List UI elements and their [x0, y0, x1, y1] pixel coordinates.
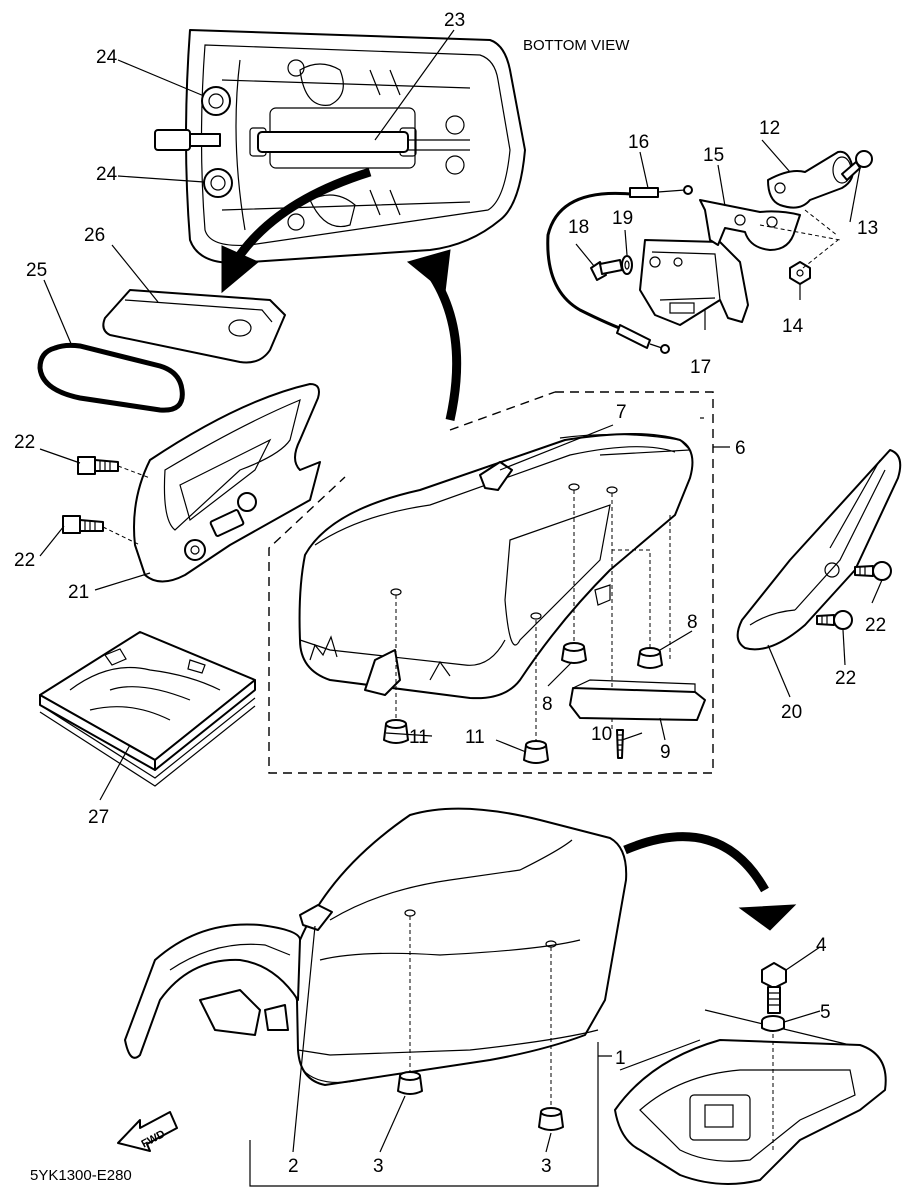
callout-22-right-lower: 22: [835, 668, 856, 689]
callout-14: 14: [782, 316, 804, 337]
callout-26: 26: [84, 225, 105, 246]
leader-lines: [39, 29, 883, 1153]
callout-18: 18: [568, 217, 589, 238]
band-part-25: [37, 342, 185, 413]
damper-part-8-right: [637, 647, 663, 669]
callout-17: 17: [690, 357, 711, 378]
callout-16: 16: [628, 132, 649, 153]
callout-13: 13: [857, 218, 878, 239]
block-part-9: [569, 679, 706, 721]
callout-20: 20: [781, 702, 802, 723]
screw-part-10: [616, 729, 624, 759]
callout-9: 9: [660, 742, 671, 763]
curved-arrow-bottom-view: [221, 167, 372, 294]
rear-seat: [298, 433, 694, 700]
callout-22-left-lower: 22: [14, 550, 35, 571]
side-cover-part-21: [133, 383, 321, 583]
bolt-part-4: [761, 962, 787, 1014]
callout-12: 12: [759, 118, 780, 139]
seat-bottom-view: [154, 29, 526, 264]
bracket-part-15: [699, 199, 801, 251]
assembly-boundary-6: [268, 391, 714, 774]
side-cover-part-20: [736, 449, 902, 651]
grommet-part-24-upper: [201, 86, 231, 116]
callout-22-right-upper: 22: [865, 615, 886, 636]
callout-5: 5: [820, 1002, 831, 1023]
damper-part-8-left: [561, 642, 587, 664]
washer-part-19: [621, 255, 633, 275]
curved-arrow-up: [406, 249, 462, 421]
callout-8-right: 8: [687, 612, 698, 633]
callout-3-left: 3: [373, 1156, 384, 1177]
damper-part-11-right: [523, 740, 549, 764]
grommet-part-24-lower: [203, 168, 233, 198]
callout-8-left: 8: [542, 694, 553, 715]
callout-4: 4: [816, 935, 827, 956]
diagram-code: 5YK1300-E280: [30, 1167, 132, 1184]
bolt-part-22-left-upper: [77, 456, 119, 475]
callout-10: 10: [591, 724, 612, 745]
bag-part-26: [102, 289, 286, 364]
callout-27: 27: [88, 807, 109, 828]
collar-part-5: [761, 1015, 785, 1032]
callout-24-upper: 24: [96, 47, 118, 68]
callout-6: 6: [735, 438, 746, 459]
strap-part-23: [257, 131, 409, 153]
damper-part-3-right: [538, 1107, 564, 1131]
main-seat: [124, 807, 628, 1086]
bolt-part-22-left-lower: [62, 515, 104, 534]
callout-21: 21: [68, 582, 89, 603]
callout-15: 15: [703, 145, 724, 166]
callout-22-left-upper: 22: [14, 432, 35, 453]
callout-23: 23: [444, 10, 465, 31]
nut-part-14: [789, 261, 811, 285]
callout-3-right: 3: [541, 1156, 552, 1177]
callout-7: 7: [616, 402, 627, 423]
screw-part-13: [841, 150, 873, 181]
latch-pin: [154, 129, 221, 151]
bolt-part-22-right-lower: [816, 610, 853, 630]
callout-2: 2: [288, 1156, 299, 1177]
callout-19: 19: [612, 208, 633, 229]
curved-arrow-right: [623, 832, 797, 931]
cable-part-16: [546, 185, 693, 354]
callout-1: 1: [615, 1048, 626, 1069]
lock-part-17: [639, 239, 749, 326]
callout-11-left: 11: [409, 727, 429, 748]
lock-cylinder-part-12: [767, 150, 854, 209]
callout-11-right: 11: [465, 727, 485, 748]
frame-bracket: [614, 1009, 887, 1185]
view-label: BOTTOM VIEW: [523, 37, 630, 54]
callout-25: 25: [26, 260, 47, 281]
damper-part-3-left: [397, 1071, 423, 1095]
damper-part-11-left: [383, 719, 409, 744]
callout-numbers: 1 2 3 3 4 5 6 7 8 8 9 10 11 11 12 13 14 …: [14, 10, 886, 1177]
fwd-arrow-icon: [117, 1111, 178, 1152]
owners-manual-part-27: [39, 631, 256, 787]
bolt-part-22-right-upper: [854, 561, 892, 581]
callout-24-lower: 24: [96, 164, 118, 185]
bolt-part-18: [590, 259, 623, 281]
